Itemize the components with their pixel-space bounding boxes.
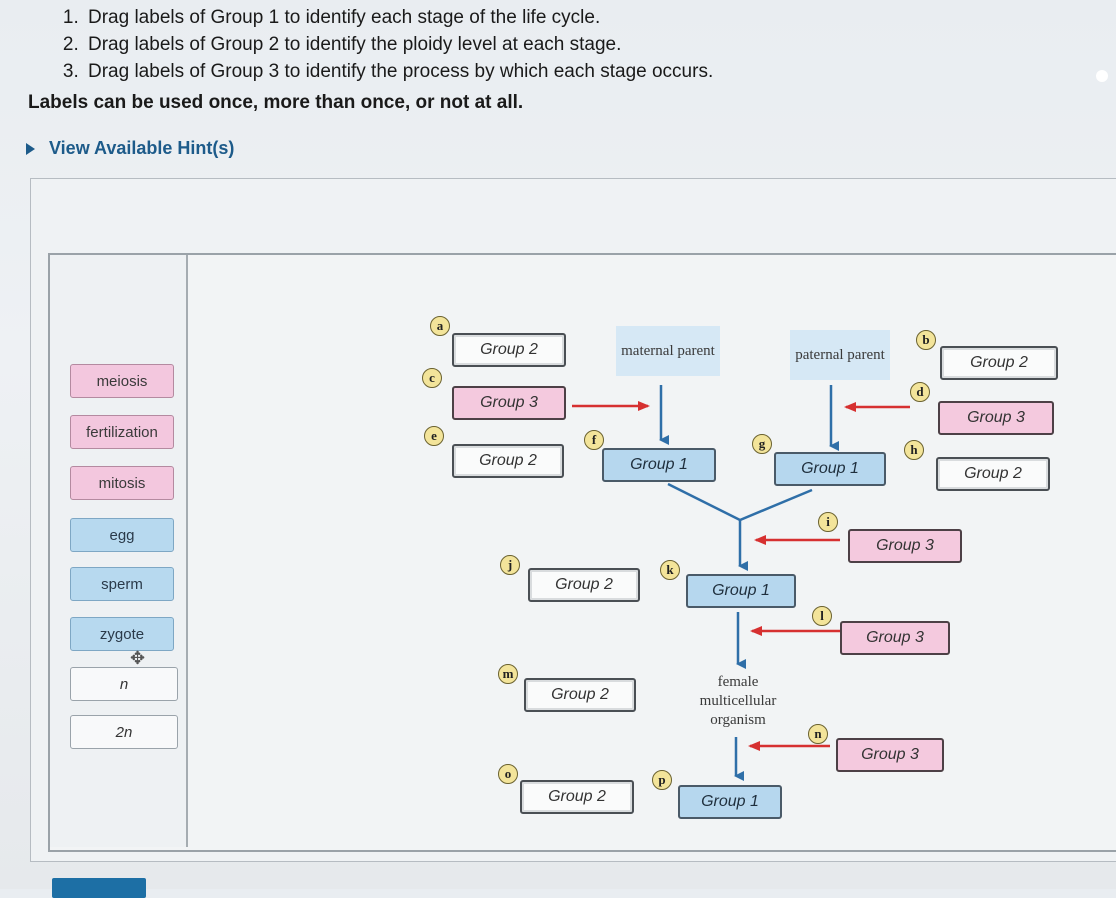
target-a[interactable]: Group 2 xyxy=(452,333,566,367)
target-b[interactable]: Group 2 xyxy=(940,346,1058,380)
badge-g: g xyxy=(752,434,772,454)
badge-j: j xyxy=(500,555,520,575)
label-2n[interactable]: 2n xyxy=(70,715,178,749)
submit-button[interactable] xyxy=(52,878,146,898)
move-cursor-icon: ✥ xyxy=(130,648,146,668)
target-d[interactable]: Group 3 xyxy=(938,401,1054,435)
fusion-lines xyxy=(667,482,813,522)
badge-l: l xyxy=(812,606,832,626)
view-hints-label: View Available Hint(s) xyxy=(49,138,235,158)
badge-b: b xyxy=(916,330,936,350)
label-meiosis[interactable]: meiosis xyxy=(70,364,174,398)
target-g[interactable]: Group 1 xyxy=(774,452,886,486)
badge-k: k xyxy=(660,560,680,580)
badge-h: h xyxy=(904,440,924,460)
target-p[interactable]: Group 1 xyxy=(678,785,782,819)
badge-m: m xyxy=(498,664,518,684)
view-hints-link[interactable]: View Available Hint(s) xyxy=(26,138,234,159)
target-l[interactable]: Group 3 xyxy=(840,621,950,655)
badge-n: n xyxy=(808,724,828,744)
target-e[interactable]: Group 2 xyxy=(452,444,564,478)
badge-i: i xyxy=(818,512,838,532)
instruction-3: Drag labels of Group 3 to identify the p… xyxy=(84,58,713,85)
target-i[interactable]: Group 3 xyxy=(848,529,962,563)
label-n[interactable]: n xyxy=(70,667,178,701)
label-zygote[interactable]: zygote xyxy=(70,617,174,651)
target-f[interactable]: Group 1 xyxy=(602,448,716,482)
instructions-list: Drag labels of Group 1 to identify each … xyxy=(52,4,713,85)
badge-e: e xyxy=(424,426,444,446)
target-j[interactable]: Group 2 xyxy=(528,568,640,602)
instruction-1: Drag labels of Group 1 to identify each … xyxy=(84,4,713,31)
target-c[interactable]: Group 3 xyxy=(452,386,566,420)
badge-p: p xyxy=(652,770,672,790)
badge-o: o xyxy=(498,764,518,784)
instruction-2: Drag labels of Group 2 to identify the p… xyxy=(84,31,713,58)
expand-triangle-icon xyxy=(26,142,35,155)
badge-f: f xyxy=(584,430,604,450)
badge-c: c xyxy=(422,368,442,388)
labels-usage-note: Labels can be used once, more than once,… xyxy=(28,92,524,113)
target-h[interactable]: Group 2 xyxy=(936,457,1050,491)
label-egg[interactable]: egg xyxy=(70,518,174,552)
target-n[interactable]: Group 3 xyxy=(836,738,944,772)
female-organism-node: female multicellular organism xyxy=(699,673,777,728)
status-dot xyxy=(1096,70,1108,82)
badge-d: d xyxy=(910,382,930,402)
label-sperm[interactable]: sperm xyxy=(70,567,174,601)
target-k[interactable]: Group 1 xyxy=(686,574,796,608)
target-o[interactable]: Group 2 xyxy=(520,780,634,814)
paternal-parent-node: paternal parent xyxy=(790,330,890,380)
badge-a: a xyxy=(430,316,450,336)
target-m[interactable]: Group 2 xyxy=(524,678,636,712)
label-fertilization[interactable]: fertilization xyxy=(70,415,174,449)
label-mitosis[interactable]: mitosis xyxy=(70,466,174,500)
maternal-parent-node: maternal parent xyxy=(616,326,720,376)
